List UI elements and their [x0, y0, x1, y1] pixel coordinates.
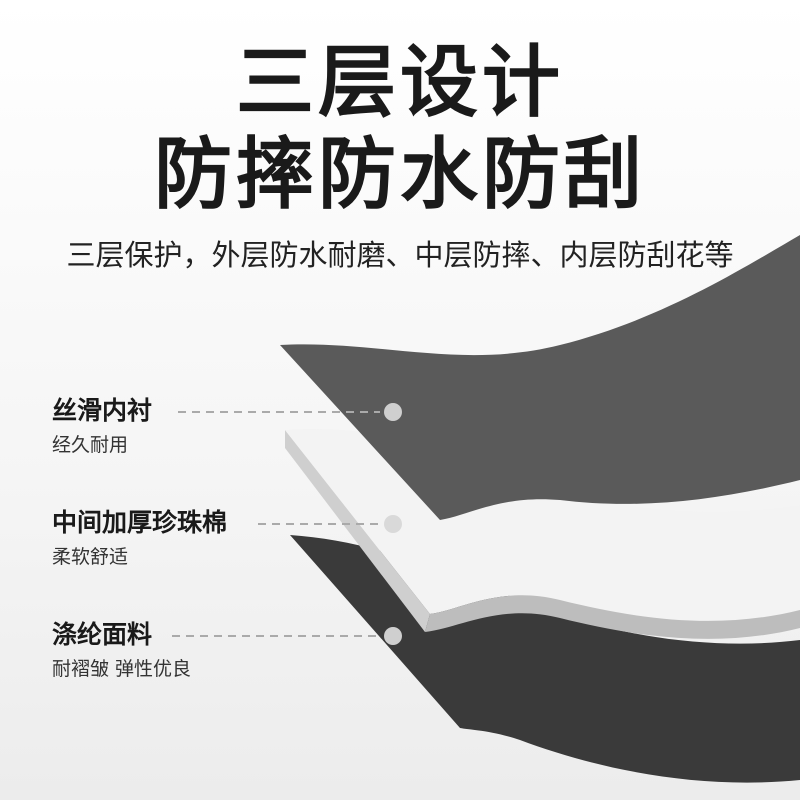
heading-line2: 防摔防水防刮 — [153, 130, 646, 220]
layer-label-inner: 丝滑内衬 经久耐用 — [52, 396, 152, 456]
marker-dot-1 — [384, 403, 402, 421]
middle-foam-side — [285, 430, 430, 632]
layer-desc: 经久耐用 — [52, 434, 129, 456]
marker-dot-2 — [384, 515, 402, 533]
layer-label-middle: 中间加厚珍珠棉 柔软舒适 — [52, 508, 227, 568]
marker-dot-3 — [384, 627, 402, 645]
middle-foam-bottom — [425, 595, 800, 639]
heading-line1: 三层设计 — [235, 38, 564, 128]
subtitle: 三层保护，外层防水耐磨、中层防摔、内层防刮花等 — [66, 238, 734, 272]
inner-lining-layer — [280, 235, 800, 520]
layer-label-outer: 涤纶面料 耐褶皱 弹性优良 — [52, 620, 191, 680]
layer-desc: 柔软舒适 — [52, 546, 129, 568]
layer-title: 中间加厚珍珠棉 — [52, 508, 228, 537]
layer-desc: 耐褶皱 弹性优良 — [52, 658, 192, 680]
layer-title: 丝滑内衬 — [52, 396, 153, 425]
layer-title: 涤纶面料 — [52, 620, 153, 649]
